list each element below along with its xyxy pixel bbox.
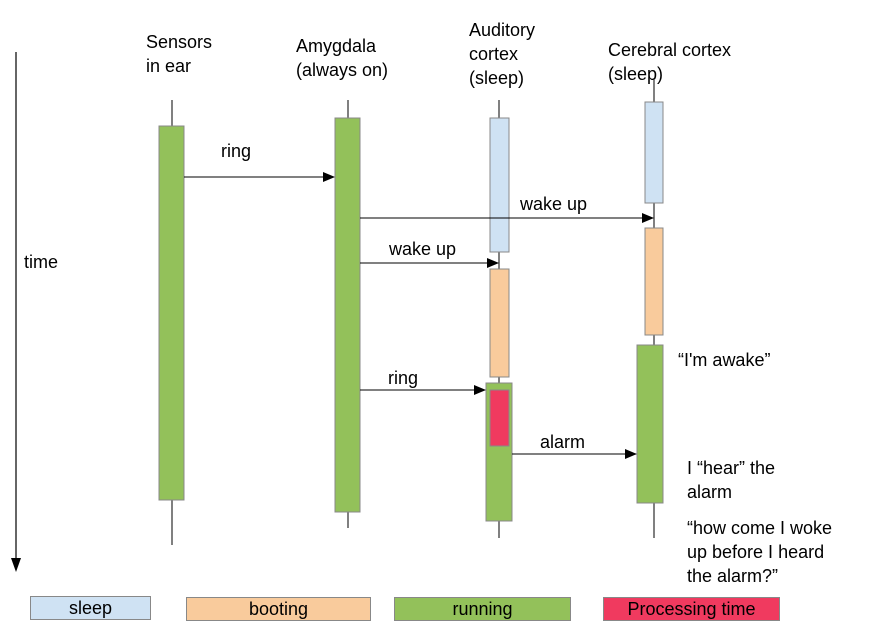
awake-annotation: “I'm awake” bbox=[678, 350, 770, 370]
wake-up-label-cerebral: wake up bbox=[519, 194, 587, 214]
question-annotation: “how come I woke up before I heard the a… bbox=[687, 518, 837, 586]
lane-title-sensors-line1: Sensors bbox=[146, 32, 212, 52]
lane-title-auditory-line3: (sleep) bbox=[469, 68, 524, 88]
legend-running: running bbox=[394, 597, 571, 621]
ring-label-2: ring bbox=[388, 368, 418, 388]
lane-title-cerebral: Cerebral cortex (sleep) bbox=[608, 40, 736, 84]
auditory-sleep-bar bbox=[489, 117, 510, 253]
lane-title-cerebral-line2: (sleep) bbox=[608, 64, 663, 84]
auditory-processing-bar bbox=[489, 389, 510, 447]
wake-up-label-auditory: wake up bbox=[388, 239, 456, 259]
lane-title-sensors-line2: in ear bbox=[146, 56, 191, 76]
lane-title-auditory-line1: Auditory bbox=[469, 20, 535, 40]
lane-title-auditory: Auditory cortex (sleep) bbox=[469, 20, 540, 88]
amygdala-running-bar bbox=[334, 117, 361, 513]
legend-processing: Processing time bbox=[603, 597, 780, 621]
hear-annotation-line2: alarm bbox=[687, 482, 732, 502]
question-annotation-line3: the alarm?” bbox=[687, 566, 778, 586]
lane-title-amygdala-line2: (always on) bbox=[296, 60, 388, 80]
legend-sleep: sleep bbox=[30, 596, 151, 620]
alarm-label: alarm bbox=[540, 432, 585, 452]
lane-title-amygdala-line1: Amygdala bbox=[296, 36, 377, 56]
ring-label-1: ring bbox=[221, 141, 251, 161]
legend-booting: booting bbox=[186, 597, 371, 621]
lane-title-auditory-line2: cortex bbox=[469, 44, 518, 64]
cerebral-sleep-bar bbox=[644, 101, 664, 204]
hear-annotation: I “hear” the alarm bbox=[687, 458, 780, 502]
sensors-running-bar bbox=[158, 125, 185, 501]
time-label: time bbox=[24, 252, 58, 272]
cerebral-running-bar bbox=[636, 344, 664, 504]
lane-title-sensors: Sensors in ear bbox=[146, 32, 217, 76]
question-annotation-line1: “how come I woke bbox=[687, 518, 832, 538]
hear-annotation-line1: I “hear” the bbox=[687, 458, 775, 478]
lane-title-amygdala: Amygdala (always on) bbox=[296, 36, 388, 80]
time-axis-arrowhead bbox=[11, 558, 21, 572]
lane-title-cerebral-line1: Cerebral cortex bbox=[608, 40, 731, 60]
question-annotation-line2: up before I heard bbox=[687, 542, 824, 562]
auditory-booting-bar bbox=[489, 268, 510, 378]
cerebral-booting-bar bbox=[644, 227, 664, 336]
